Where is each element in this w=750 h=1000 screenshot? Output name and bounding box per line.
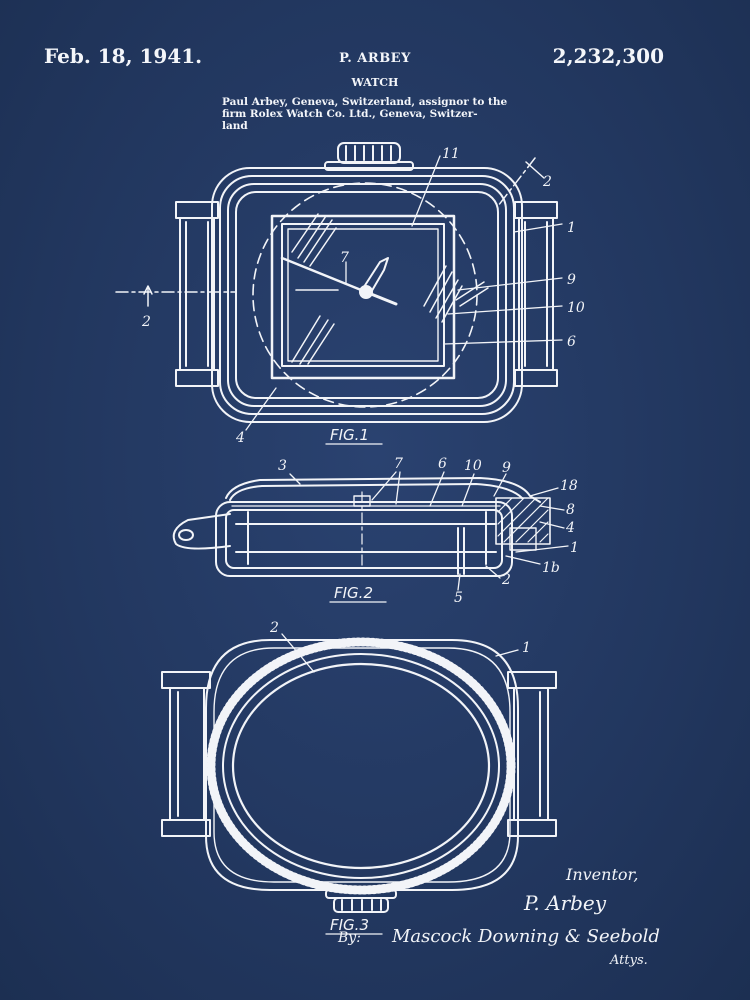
- figure-3: 2 1 FIG.3: [161, 620, 557, 935]
- ref-number: 1: [522, 640, 531, 656]
- ref-number: 10: [567, 300, 585, 316]
- description-line: Paul Arbey, Geneva, Switzerland, assigno…: [222, 96, 508, 108]
- ref-number: 7: [340, 250, 349, 266]
- ref-number: 2: [269, 620, 279, 636]
- ref-number: 3: [278, 458, 287, 474]
- patent-description: Paul Arbey, Geneva, Switzerland, assigno…: [222, 96, 522, 132]
- ref-number: 7: [394, 456, 403, 472]
- ref-number: 2: [542, 174, 552, 190]
- inventor-signature: P. Arbey: [523, 891, 607, 915]
- ref-number: 4: [235, 430, 245, 446]
- patent-title: WATCH: [351, 76, 399, 89]
- by-label: By:: [337, 930, 361, 946]
- ref-number: 1: [570, 540, 579, 556]
- ref-number: 6: [438, 456, 447, 472]
- ref-number: 5: [454, 590, 463, 606]
- ref-number: 11: [442, 146, 460, 162]
- figure-2: 3 7 6 10 9 18 8 4 1 1b 2 5 FIG.2: [172, 456, 579, 606]
- ref-number: 4: [565, 520, 575, 536]
- ref-number: 9: [567, 272, 576, 288]
- figure-label: FIG.2: [334, 584, 373, 602]
- ref-number: 1b: [542, 560, 560, 576]
- patent-number: 2,232,300: [552, 44, 664, 68]
- figure-1: 11 2 1 7 9 10 6 2 4 FIG.1: [115, 142, 585, 446]
- ref-number: 10: [464, 458, 482, 474]
- inventor-caption: Inventor,: [565, 865, 638, 884]
- patent-date: Feb. 18, 1941.: [44, 44, 203, 68]
- ref-number: 2: [501, 572, 511, 588]
- figure-label: FIG.3: [330, 916, 369, 934]
- ref-number: 6: [567, 334, 576, 350]
- signature-block: Inventor, P. Arbey By: Mascock Downing &…: [337, 865, 660, 968]
- attorneys-signature: Mascock Downing & Seebold: [391, 926, 660, 947]
- figure-label: FIG.1: [330, 426, 369, 444]
- attorneys-caption: Attys.: [609, 953, 648, 968]
- description-line: firm Rolex Watch Co. Ltd., Geneva, Switz…: [222, 108, 478, 120]
- ref-number: 1: [567, 220, 576, 236]
- ref-number: 8: [566, 502, 575, 518]
- ref-number: 2: [141, 314, 151, 330]
- ref-number: 18: [560, 478, 578, 494]
- ref-number: 9: [502, 460, 511, 476]
- description-line: land: [222, 120, 248, 132]
- inventor-name: P. ARBEY: [339, 51, 411, 66]
